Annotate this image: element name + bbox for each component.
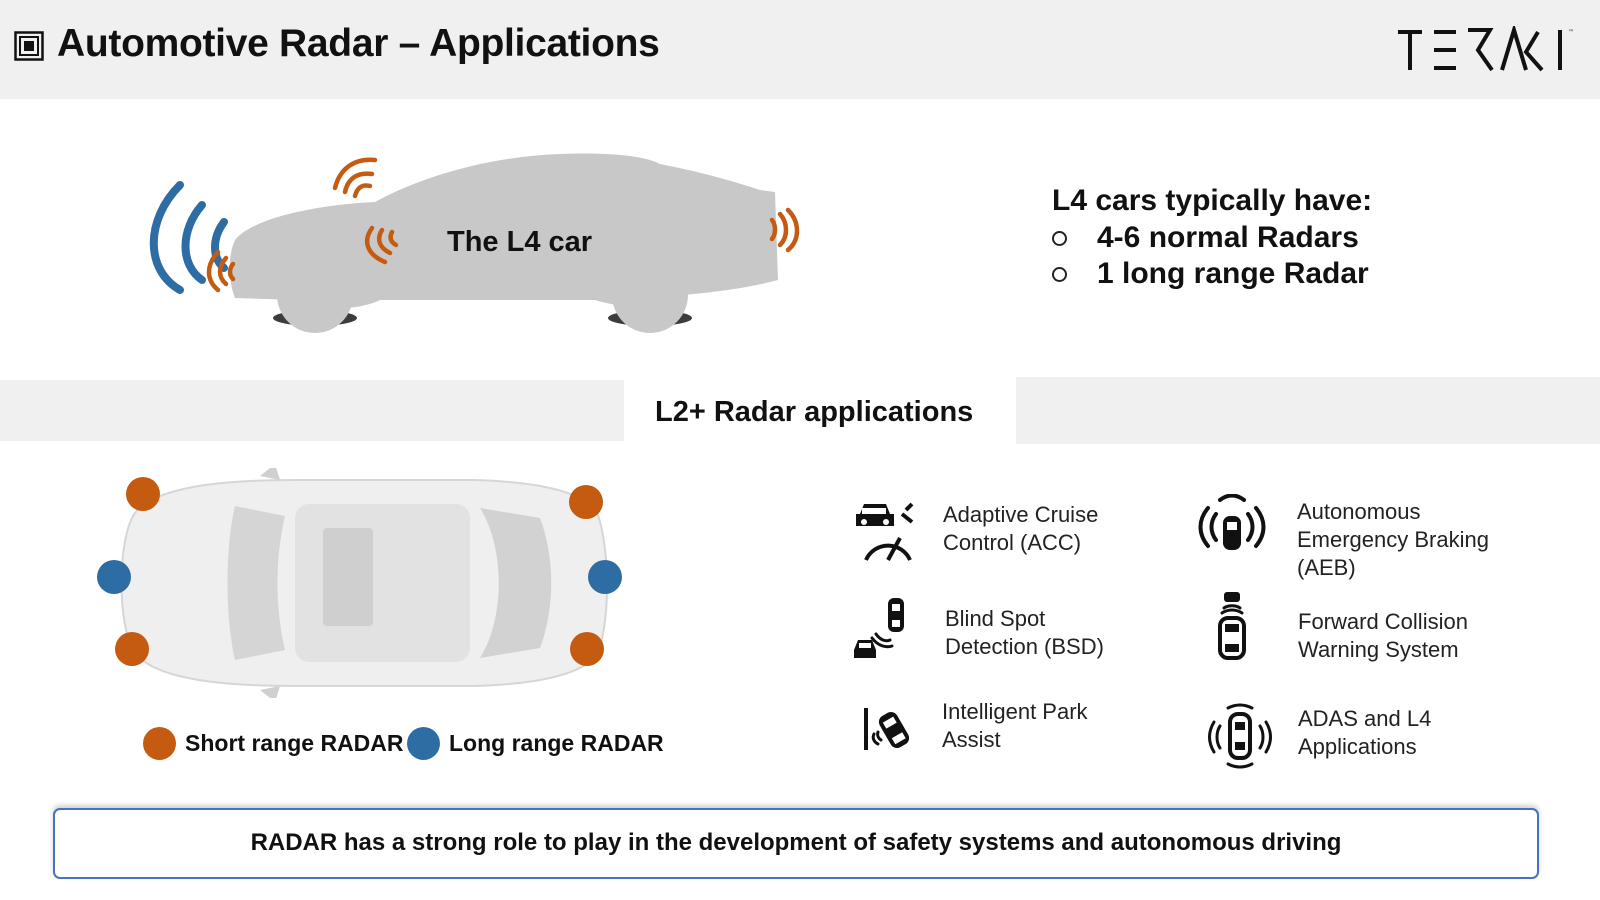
long-range-radar-waves: [149, 181, 228, 294]
l4-heading: L4 cars typically have:: [1052, 184, 1373, 217]
short-range-radar-dot: [126, 477, 160, 511]
blind-spot-cars-icon: [854, 598, 904, 658]
short-range-radar-dot: [570, 632, 604, 666]
hollow-circle-bullet-icon: [1052, 267, 1067, 282]
orange-dot-icon: [143, 727, 176, 760]
long-range-radar-dot: [97, 560, 131, 594]
section-band-left: [0, 380, 624, 441]
header-bar: Automotive Radar – Applications ™: [0, 0, 1600, 99]
park-assist-car-icon: [864, 708, 910, 750]
short-range-radar-dot: [115, 632, 149, 666]
legend-long-range: Long range RADAR: [407, 727, 667, 761]
short-range-radar-waves-roof: [332, 157, 378, 199]
app-label-ipa: Intelligent Park Assist: [942, 699, 1088, 752]
app-label-bsd: Blind Spot Detection (BSD): [945, 606, 1104, 659]
app-label-adas: ADAS and L4 Applications: [1298, 706, 1432, 759]
car-label: The L4 car: [447, 226, 593, 258]
legend-short-range: Short range RADAR: [143, 727, 404, 761]
short-range-radar-waves-front: [206, 249, 236, 293]
forward-collision-car-icon: [1218, 592, 1246, 660]
svg-text:™: ™: [1568, 29, 1574, 36]
section-band-right: [1016, 377, 1600, 444]
blue-dot-icon: [407, 727, 440, 760]
short-range-radar-dot: [569, 485, 603, 519]
short-range-radar-waves-rear: [769, 207, 800, 253]
car-top-view-illustration: [120, 468, 608, 698]
app-label-fcw: Forward Collision Warning System: [1298, 609, 1468, 662]
key-statement: RADAR has a strong role to play in the d…: [250, 829, 1342, 856]
long-range-radar-dot: [588, 560, 622, 594]
teraki-logo: ™: [1398, 26, 1574, 72]
l4-car-illustration: [149, 153, 800, 333]
hollow-circle-bullet-icon: [1052, 231, 1067, 246]
square-bullet-icon: [14, 31, 44, 61]
short-range-radar-waves-side: [364, 225, 399, 265]
section-title: L2+ Radar applications: [655, 396, 974, 428]
app-label-acc: Adaptive Cruise Control (ACC): [943, 502, 1099, 555]
page-title: Automotive Radar – Applications: [57, 22, 660, 65]
key-statement-box: RADAR has a strong role to play in the d…: [53, 808, 1539, 879]
car-radar-waves-icon: [1198, 494, 1266, 550]
app-label-aeb: Autonomous Emergency Braking (AEB): [1297, 499, 1489, 580]
car-surround-waves-icon: [1208, 703, 1272, 769]
speedometer-car-icon: [856, 502, 914, 561]
